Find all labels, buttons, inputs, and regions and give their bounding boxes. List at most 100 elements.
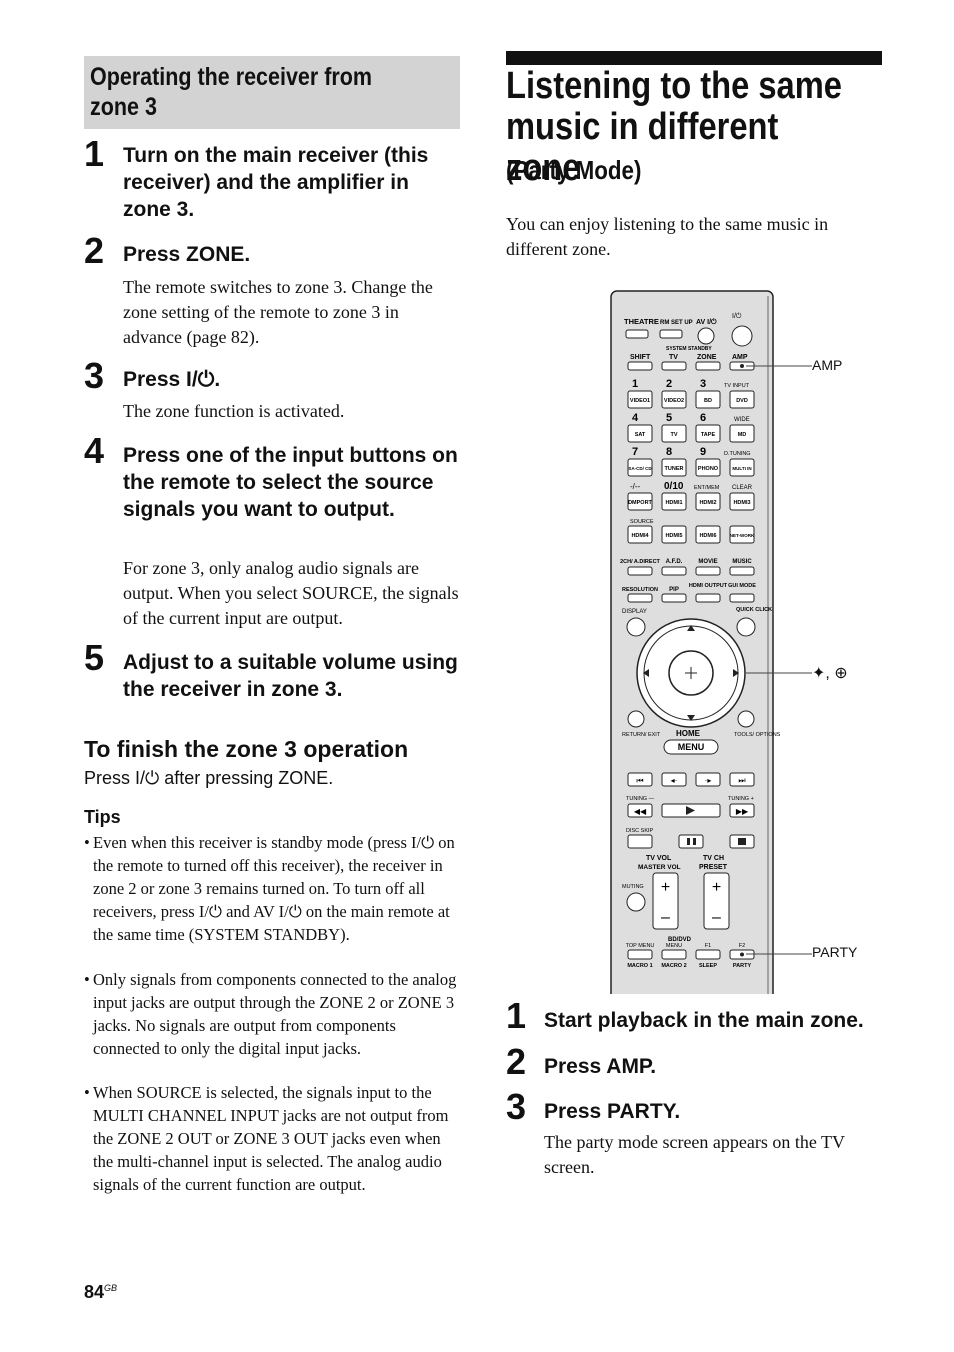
mode-label: A.F.D. — [666, 559, 683, 565]
bottom-label: MACRO 1 — [627, 963, 652, 969]
bottom-label: F2 — [739, 943, 745, 949]
input-label: VIDEO2 — [664, 398, 684, 404]
input-button[interactable] — [729, 525, 755, 544]
bottom-label: F1 — [705, 943, 711, 949]
quick-click-button[interactable] — [736, 617, 756, 637]
input-label: SA-CD/ CD — [628, 466, 652, 471]
input-button[interactable] — [695, 458, 721, 477]
input-button[interactable] — [729, 424, 755, 443]
mode-label: MUSIC — [732, 559, 752, 565]
num-label-ent: ENT/MEM — [694, 485, 720, 491]
dvd-menu-button[interactable] — [661, 949, 687, 960]
input-button[interactable] — [627, 525, 653, 544]
power-button[interactable] — [731, 325, 753, 347]
pause-button[interactable] — [678, 834, 704, 849]
party-step-3-number: 3 — [506, 1086, 527, 1127]
input-label: TV — [670, 432, 677, 438]
mode-button[interactable] — [661, 593, 687, 603]
input-button[interactable] — [661, 424, 687, 443]
input-button[interactable] — [661, 458, 687, 477]
volume-rocker[interactable] — [652, 872, 679, 930]
menu-button[interactable] — [663, 739, 719, 755]
input-label: BD — [704, 398, 712, 404]
pause-icon — [693, 838, 696, 845]
fastforward-button[interactable] — [729, 803, 755, 818]
remote-label-rmsetup: RM SET UP — [660, 320, 693, 326]
mode-button[interactable] — [695, 566, 721, 576]
mode-label: PIP — [669, 587, 679, 593]
mode-button[interactable] — [729, 593, 755, 603]
f1-button[interactable] — [695, 949, 721, 960]
num-label: 8 — [666, 446, 672, 458]
tips-heading: Tips — [84, 807, 121, 827]
down-arrow-icon[interactable] — [687, 715, 695, 721]
tip-item: •Only signals from components connected … — [84, 968, 460, 1060]
bottom-label: MENU — [666, 943, 682, 949]
remote-label-tv-vol: TV VOL — [646, 855, 672, 862]
mode-label: RESOLUTION — [622, 587, 658, 593]
rewind-button[interactable] — [627, 803, 653, 818]
input-button[interactable] — [695, 390, 721, 409]
right-arrow-icon[interactable] — [733, 669, 739, 677]
party-callout-line-ext — [790, 953, 812, 955]
input-button[interactable] — [695, 492, 721, 511]
input-label: HDMI5 — [665, 533, 682, 539]
remote-label-bd-dvd: BD/DVD — [668, 937, 692, 943]
remote-label-tv: TV — [669, 354, 678, 361]
input-button[interactable] — [695, 525, 721, 544]
prev-button[interactable] — [627, 772, 653, 787]
replay-button[interactable] — [661, 772, 687, 787]
input-button[interactable] — [695, 424, 721, 443]
finish-text: Press I/⏻ after pressing ZONE. — [84, 768, 334, 788]
disc-skip-button[interactable] — [627, 834, 653, 849]
top-menu-button[interactable] — [627, 949, 653, 960]
av-power-button[interactable] — [697, 327, 715, 345]
next-button[interactable] — [729, 772, 755, 787]
display-button[interactable] — [626, 617, 646, 637]
advance-button[interactable] — [695, 772, 721, 787]
input-button[interactable] — [729, 492, 755, 511]
input-button[interactable] — [661, 390, 687, 409]
party-step-2-title: Press AMP. — [544, 1055, 657, 1078]
mode-button[interactable] — [729, 566, 755, 576]
stop-icon — [738, 838, 746, 845]
tv-button[interactable] — [661, 361, 687, 371]
muting-button[interactable] — [626, 892, 646, 912]
enter-callout-line-ext — [790, 672, 812, 674]
mode-button[interactable] — [661, 566, 687, 576]
input-button[interactable] — [661, 525, 687, 544]
channel-rocker[interactable] — [703, 872, 730, 930]
remote-label-tuning-minus: TUNING — — [626, 796, 655, 802]
left-arrow-icon[interactable] — [643, 669, 649, 677]
input-button[interactable] — [627, 424, 653, 443]
input-button[interactable] — [627, 492, 653, 511]
remote-label-quick-click: QUICK CLICK — [736, 607, 772, 613]
mode-button[interactable] — [627, 566, 653, 576]
rm-setup-button[interactable] — [659, 329, 683, 339]
input-button[interactable] — [627, 458, 653, 477]
return-button[interactable] — [627, 710, 645, 728]
mode-button[interactable] — [627, 593, 653, 603]
input-button[interactable] — [627, 390, 653, 409]
mode-button[interactable] — [695, 593, 721, 603]
remote-label-menu: MENU — [678, 742, 705, 752]
input-button[interactable] — [729, 390, 755, 409]
remote-label-system-standby: SYSTEM STANDBY — [666, 346, 712, 352]
shift-button[interactable] — [627, 361, 653, 371]
input-label: DMPORT — [628, 500, 652, 506]
mode-label: GUI MODE — [728, 583, 756, 589]
remote-label-power: I/⏻ — [732, 312, 742, 320]
plus-icon: + — [661, 879, 670, 896]
fastforward-icon: ▶▶ — [736, 807, 749, 816]
remote-label-tuning-plus: TUNING + — [728, 796, 754, 802]
input-button[interactable] — [729, 458, 755, 477]
input-button[interactable] — [661, 492, 687, 511]
input-label: VIDEO1 — [630, 398, 650, 404]
enter-cross-icon — [685, 667, 697, 679]
zone-button[interactable] — [695, 361, 721, 371]
tip-text: When SOURCE is selected, the signals inp… — [93, 1083, 449, 1194]
tools-button[interactable] — [737, 710, 755, 728]
up-arrow-icon[interactable] — [687, 625, 695, 631]
theatre-button[interactable] — [625, 329, 649, 339]
input-label: HDMI4 — [631, 533, 649, 539]
